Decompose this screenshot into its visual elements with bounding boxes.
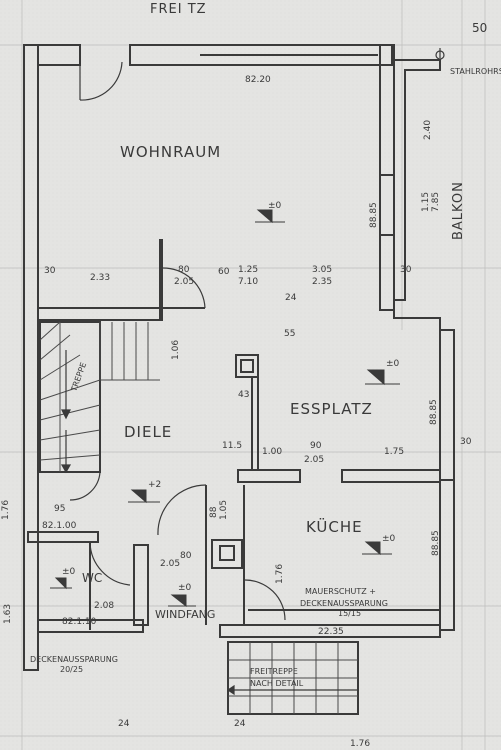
dim-label: 90 bbox=[310, 441, 322, 451]
dim-label: 1.00 bbox=[262, 447, 282, 457]
dim-label: 2.40 bbox=[423, 120, 433, 140]
dimension-labels: 82.20 2.40 1.15 7.85 88.85 30 2.33 80 2.… bbox=[1, 75, 472, 749]
dim-label: 30 bbox=[44, 266, 56, 276]
dim-label: 24 bbox=[234, 719, 246, 729]
dim-label: 82.1.00 bbox=[42, 521, 77, 531]
dim-label: 1.05 bbox=[219, 500, 229, 520]
note-mauerschutz-2: DECKENAUSSPARUNG bbox=[300, 599, 388, 608]
dim-label: 1.15 bbox=[421, 192, 431, 212]
room-label-balkon: BALKON bbox=[451, 181, 466, 240]
note-stahlrohr: STAHLROHRST. bbox=[450, 67, 501, 76]
dim-label: 1.76 bbox=[350, 739, 370, 749]
corner-label: 50 bbox=[472, 21, 487, 35]
dim-label: 11.5 bbox=[222, 441, 242, 451]
dim-label: 1.75 bbox=[384, 447, 404, 457]
dim-label: 3.05 bbox=[312, 265, 332, 275]
room-label-windfang: WINDFANG bbox=[155, 608, 215, 621]
note-freitreppe-2: NACH DETAIL bbox=[250, 679, 304, 688]
dim-label: 88 bbox=[209, 506, 219, 518]
dim-label: 1.76 bbox=[1, 500, 11, 520]
dim-label: 22.35 bbox=[318, 627, 344, 637]
dim-label: 80 bbox=[180, 551, 192, 561]
room-label-wc: WC bbox=[82, 571, 102, 585]
dim-label: 24 bbox=[118, 719, 130, 729]
stair-arrows bbox=[60, 48, 445, 696]
dim-label: 1.76 bbox=[275, 564, 285, 584]
dim-label: 43 bbox=[238, 390, 249, 400]
dim-label: 2.35 bbox=[312, 277, 332, 287]
dim-label: 2.08 bbox=[94, 601, 114, 611]
dim-label: 2.05 bbox=[160, 559, 180, 569]
dim-label: 7.85 bbox=[431, 192, 441, 212]
dim-label: 7.10 bbox=[238, 277, 258, 287]
level-windfang: ±0 bbox=[178, 583, 192, 593]
note-deckenaussparung-size: 20/25 bbox=[60, 665, 83, 674]
note-deckenaussparung: DECKENAUSSPARUNG bbox=[30, 655, 118, 664]
dim-label: 30 bbox=[460, 437, 472, 447]
dim-label: 80 bbox=[178, 265, 190, 275]
dim-label: 88.85 bbox=[369, 202, 379, 228]
level-diele: +2 bbox=[148, 480, 161, 490]
dim-label: 2.05 bbox=[174, 277, 194, 287]
top-label: FREI TZ bbox=[150, 2, 207, 17]
dim-label: 2.05 bbox=[304, 455, 324, 465]
dim-label: 30 bbox=[400, 265, 412, 275]
door-swings bbox=[69, 60, 286, 621]
dim-label: 1.63 bbox=[3, 604, 13, 624]
dim-label: 1.06 bbox=[171, 340, 181, 360]
room-label-essplatz: ESSPLATZ bbox=[290, 400, 373, 418]
dim-label: 88.85 bbox=[431, 530, 441, 556]
dim-label: 2.33 bbox=[90, 273, 110, 283]
level-wc: ±0 bbox=[62, 567, 76, 577]
level-kueche: ±0 bbox=[382, 534, 396, 544]
note-freitreppe-1: FREITREPPE bbox=[250, 667, 298, 676]
level-essplatz: ±0 bbox=[386, 359, 400, 369]
note-mauerschutz-1: MAUERSCHUTZ + bbox=[305, 587, 376, 596]
note-mauerschutz-3: 15/15 bbox=[338, 609, 361, 618]
walls bbox=[23, 44, 455, 715]
dim-label: 88.85 bbox=[429, 399, 439, 425]
dim-label: 60 bbox=[218, 267, 230, 277]
room-label-wohnraum: WOHNRAUM bbox=[120, 143, 221, 161]
dim-label: 95 bbox=[54, 504, 65, 514]
room-label-kueche: KÜCHE bbox=[306, 517, 363, 536]
dim-label: 82.1.10 bbox=[62, 617, 97, 627]
dim-label: 55 bbox=[284, 329, 295, 339]
stair-treads bbox=[39, 321, 358, 714]
room-label-diele: DIELE bbox=[124, 423, 172, 441]
level-markers bbox=[50, 209, 400, 608]
dim-label: 24 bbox=[285, 293, 297, 303]
dim-label: 82.20 bbox=[245, 75, 271, 85]
level-wohnraum: ±0 bbox=[268, 201, 282, 211]
dim-label: 1.25 bbox=[238, 265, 258, 275]
